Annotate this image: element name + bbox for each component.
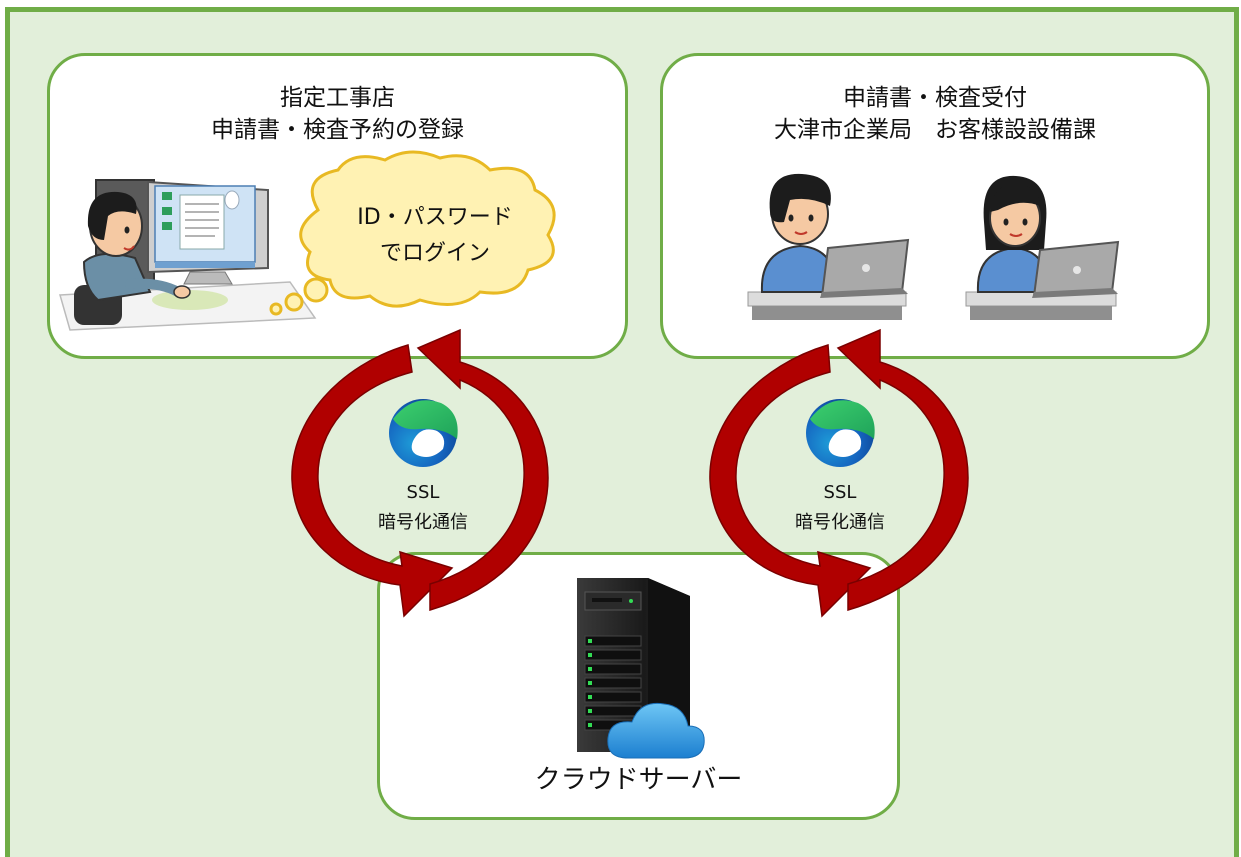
office-title-line1: 申請書・検査受付 xyxy=(843,85,1027,111)
thought-bubble-icon xyxy=(269,150,556,316)
office-worker-male-icon xyxy=(747,173,910,320)
office-title-line2: 大津市企業局 お客様設設備課 xyxy=(774,117,1096,143)
ssl-label-left-line2: 暗号化通信 xyxy=(378,512,468,533)
contractor-title-line2: 申請書・検査予約の登録 xyxy=(211,117,464,143)
edge-browser-icon xyxy=(806,399,875,467)
cloud-icon xyxy=(607,702,705,759)
ssl-label-left-line1: SSL xyxy=(406,482,440,503)
ssl-label-left: SSL 暗号化通信 xyxy=(360,478,486,538)
contractor-title: 指定工事店 申請書・検査予約の登録 xyxy=(50,82,625,146)
user-at-computer-icon xyxy=(59,179,317,331)
contractor-title-line1: 指定工事店 xyxy=(280,85,395,111)
office-worker-female-icon xyxy=(965,175,1120,320)
bubble-text: ID・パスワード でログイン xyxy=(340,200,530,272)
office-box: 申請書・検査受付 大津市企業局 お客様設設備課 xyxy=(660,53,1210,359)
office-title: 申請書・検査受付 大津市企業局 お客様設設備課 xyxy=(663,82,1207,146)
ssl-label-right-line1: SSL xyxy=(823,482,857,503)
sync-arrows-icon-right xyxy=(709,328,969,618)
edge-browser-icon xyxy=(389,399,458,467)
bubble-text-line1: ID・パスワード xyxy=(357,205,513,230)
ssl-label-right: SSL 暗号化通信 xyxy=(777,478,903,538)
ssl-label-right-line2: 暗号化通信 xyxy=(795,512,885,533)
server-label: クラウドサーバー xyxy=(534,765,743,795)
bubble-text-line2: でログイン xyxy=(379,241,490,266)
sync-arrows-icon-left xyxy=(291,328,549,618)
